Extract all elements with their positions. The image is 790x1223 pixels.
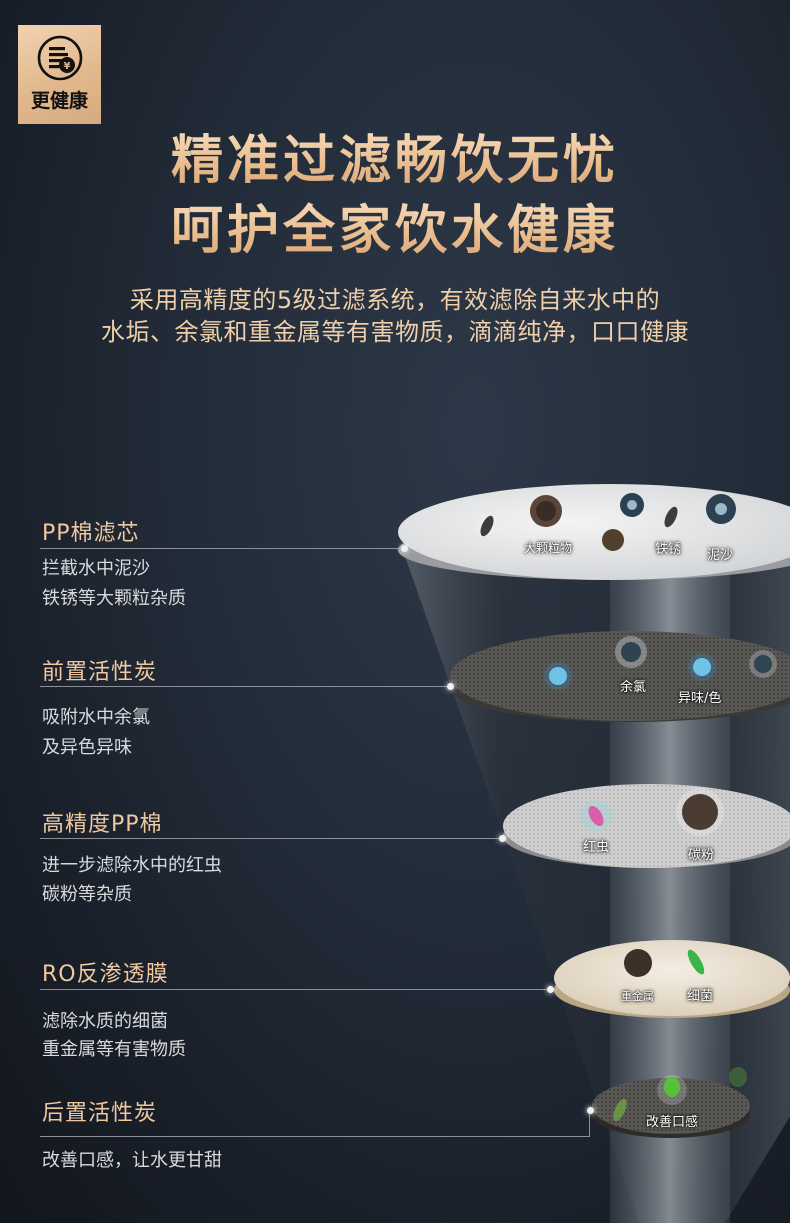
- stage-title-high-precision-pp: 高精度PP棉: [42, 812, 163, 837]
- subheadline-line-2: 水垢、余氯和重金属等有害物质，滴滴纯净，口口健康: [101, 318, 689, 346]
- stage-title-pre-carbon: 前置活性炭: [42, 660, 158, 685]
- stage-desc-line-1: 改善口感，让水更甘甜: [42, 1150, 222, 1171]
- stage-divider-vertical: [589, 1110, 590, 1137]
- connector-dot: [587, 1107, 594, 1114]
- disc-label-improve-taste: 改善口感: [646, 1115, 699, 1130]
- health-badge: ¥ 更健康: [18, 25, 101, 124]
- coin-stack-yuan-icon: ¥: [37, 35, 82, 81]
- disc-label-large-particles: 大颗粒物: [524, 541, 573, 555]
- stage-title-post-carbon: 后置活性炭: [42, 1101, 158, 1126]
- stage-desc-line-1: 吸附水中余氯: [42, 707, 150, 728]
- connector-dot: [547, 986, 554, 993]
- stage-desc-line-1: 滤除水质的细菌: [42, 1011, 168, 1032]
- stage-desc-line-2: 重金属等有害物质: [42, 1039, 186, 1060]
- stage-desc-line-2: 铁锈等大颗粒杂质: [42, 588, 186, 609]
- badge-label: 更健康: [30, 90, 88, 112]
- disc-label-bacteria: 细菌: [687, 989, 714, 1004]
- stage-divider: [40, 838, 502, 839]
- headline-line-2: 呵护全家饮水健康: [0, 198, 790, 264]
- stage-divider: [40, 686, 450, 687]
- disc-label-chlorine: 余氯: [620, 680, 647, 695]
- stage-desc-line-2: 碳粉等杂质: [42, 884, 132, 905]
- stage-divider: [40, 548, 404, 549]
- connector-dot: [499, 835, 506, 842]
- disc-label-carbon-powder: 碳粉: [688, 848, 715, 863]
- stage-desc-line-1: 拦截水中泥沙: [42, 558, 150, 579]
- connector-dot: [401, 545, 408, 552]
- disc-label-sand: 泥沙: [707, 548, 734, 563]
- stage-divider: [40, 1136, 590, 1137]
- disc-label-odor-color: 异味/色: [678, 691, 722, 706]
- stage-desc-line-2: 及异色异味: [42, 737, 132, 758]
- stage-desc-line-1: 进一步滤除水中的红虫: [42, 855, 222, 876]
- stage-divider: [40, 989, 552, 990]
- disc-label-red-worm: 红虫: [583, 840, 610, 855]
- svg-text:¥: ¥: [63, 61, 70, 72]
- headline-line-1: 精准过滤畅饮无忧: [0, 128, 790, 194]
- disc-label-rust: 铁锈: [655, 542, 682, 557]
- stage-title-pp-cotton: PP棉滤芯: [42, 521, 140, 546]
- disc-label-heavy-metal: 重金属: [621, 990, 654, 1003]
- stage-title-ro-membrane: RO反渗透膜: [42, 962, 169, 987]
- connector-dot: [447, 683, 454, 690]
- subheadline-line-1: 采用高精度的5级过滤系统，有效滤除自来水中的: [129, 286, 661, 314]
